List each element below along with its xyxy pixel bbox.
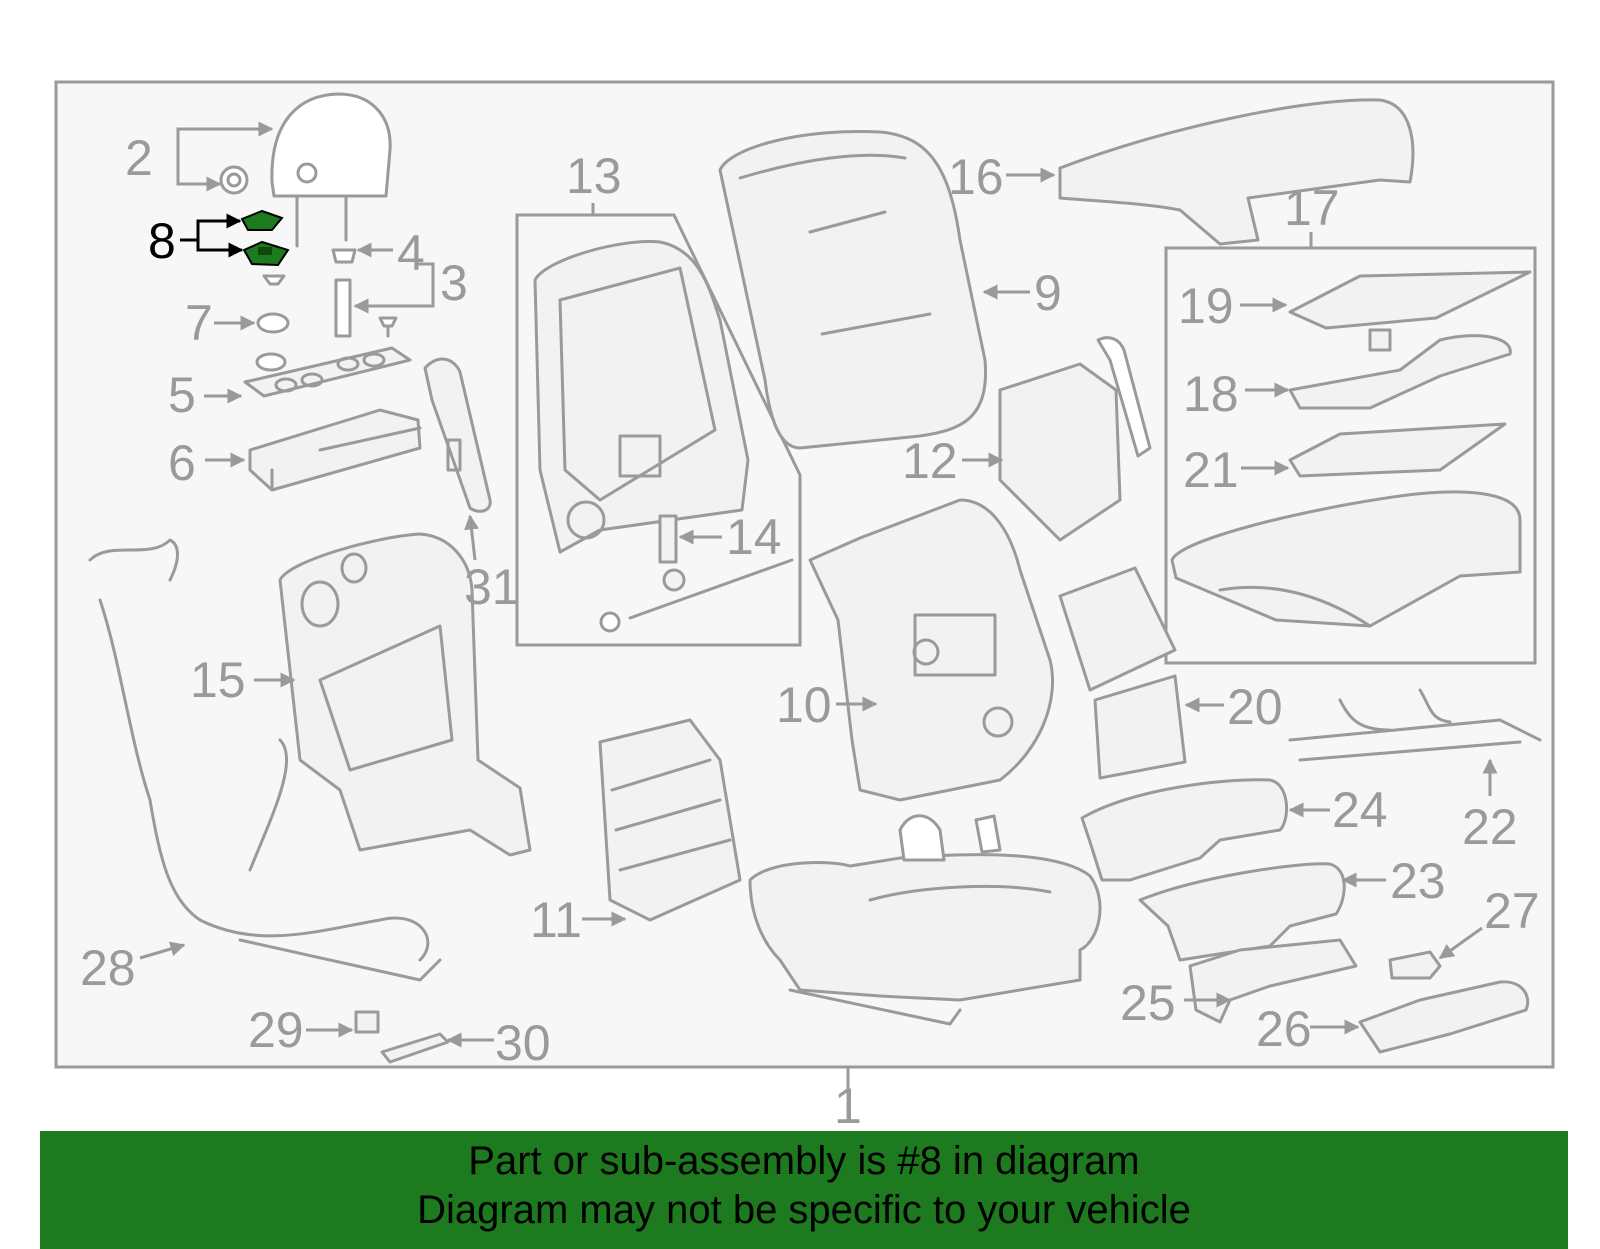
- part-26: [1358, 980, 1530, 1054]
- callout-4: 4: [397, 225, 425, 281]
- seat-base-part-1: [748, 814, 1102, 1026]
- banner-line-2: Diagram may not be specific to your vehi…: [417, 1188, 1191, 1232]
- callout-14: 14: [726, 509, 782, 565]
- wire-harness-part-28: [88, 538, 442, 982]
- callout-10: 10: [776, 677, 832, 733]
- part-22: [1288, 688, 1542, 762]
- callout-30: 30: [495, 1015, 551, 1071]
- part-12: [998, 336, 1152, 542]
- callout-31: 31: [464, 559, 520, 615]
- trim-plate-part-5: [243, 346, 412, 398]
- headrest-part-2: [219, 92, 392, 248]
- callout-6: 6: [168, 435, 196, 491]
- cushion-assembly-part-17: [1170, 490, 1522, 628]
- part-18: [1288, 334, 1512, 410]
- callout-19: 19: [1178, 278, 1234, 334]
- callout-17: 17: [1284, 180, 1340, 236]
- callout-3: 3: [440, 255, 468, 311]
- callout-11: 11: [530, 892, 582, 948]
- callout-25: 25: [1120, 975, 1176, 1031]
- callout-18: 18: [1183, 366, 1239, 422]
- part-20: [1058, 566, 1187, 780]
- callout-2: 2: [125, 130, 153, 186]
- callout-27: 27: [1484, 883, 1540, 939]
- bracket-part-6: [248, 408, 422, 492]
- callout-15: 15: [190, 652, 246, 708]
- callout-23: 23: [1390, 853, 1446, 909]
- side-trim-part-31: [423, 357, 492, 513]
- part-21: [1288, 422, 1507, 478]
- part-19: [1288, 270, 1532, 352]
- backrest-shell-part-15: [278, 532, 532, 857]
- box-13: [515, 213, 802, 647]
- fasteners-3-4-7: [255, 248, 398, 372]
- callout-7: 7: [185, 295, 213, 351]
- callout-16: 16: [948, 149, 1004, 205]
- callout-29: 29: [248, 1002, 304, 1058]
- part-23: [1138, 862, 1346, 962]
- callout-8[interactable]: 8: [148, 213, 176, 269]
- banner-line-1: Part or sub-assembly is #8 in diagram: [468, 1139, 1140, 1183]
- lumbar-part-11: [598, 718, 742, 922]
- callout-22: 22: [1462, 799, 1518, 855]
- callout-20: 20: [1227, 679, 1283, 735]
- highlighted-part-8[interactable]: [240, 209, 290, 267]
- callout-13: 13: [566, 148, 622, 204]
- box-17: [1164, 246, 1537, 665]
- callout-1: 1: [834, 1078, 862, 1134]
- actuator-part-14: [599, 514, 794, 633]
- callout-12: 12: [902, 433, 958, 489]
- callout-9: 9: [1034, 265, 1062, 321]
- seatback-panel-part-10: [808, 498, 1055, 802]
- backrest-frame-part-13: [533, 240, 750, 554]
- callout-5: 5: [168, 367, 196, 423]
- callout-26: 26: [1256, 1001, 1312, 1057]
- part-24: [1080, 778, 1289, 882]
- callout-28: 28: [80, 940, 136, 996]
- seatback-cover-part-9: [718, 130, 988, 450]
- info-banner: Part or sub-assembly is #8 in diagram Di…: [40, 1131, 1568, 1249]
- callout-21: 21: [1183, 442, 1239, 498]
- callout-24: 24: [1332, 782, 1388, 838]
- bolster-pad-part-16: [1058, 98, 1415, 246]
- part-25: [1188, 938, 1358, 1024]
- leader-lines: [139, 121, 1498, 1090]
- part-27: [1388, 950, 1442, 980]
- callout-labels: 2 8 4 3 7 5 6 31 13 14 9 16 17 19 18 21 …: [80, 130, 1540, 1134]
